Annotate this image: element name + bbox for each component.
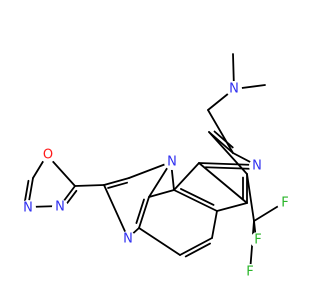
bond-c12-c13 xyxy=(211,210,218,239)
bond-c11-c12-second-line xyxy=(184,242,211,258)
atom-n7: N xyxy=(164,154,180,170)
atom-label-background xyxy=(226,81,242,97)
atom-label-background xyxy=(249,158,265,174)
bond-c16-c24 xyxy=(207,109,234,154)
atom-f3: F xyxy=(242,264,258,280)
atom-n4: N xyxy=(120,231,136,247)
atom-label-background xyxy=(120,231,136,247)
atom-symbol-f: F xyxy=(254,233,261,248)
atom-n8: N xyxy=(249,158,265,174)
bond-c10-c11 xyxy=(138,227,181,256)
atom-symbol-n: N xyxy=(167,155,177,170)
atom-label-background xyxy=(250,232,266,248)
bond-c4-c5 xyxy=(74,184,105,187)
atom-symbol-n: N xyxy=(123,232,133,247)
atom-n3b: N xyxy=(20,200,36,216)
atom-n3a: N xyxy=(52,199,68,215)
bond-c18-c21 xyxy=(246,173,255,222)
atom-symbol-n: N xyxy=(252,159,262,174)
atom-nme: N xyxy=(226,81,242,97)
atom-label-background xyxy=(40,147,56,163)
bond-c21-f3 xyxy=(249,220,255,273)
atom-label-background xyxy=(52,199,68,215)
bond-c17-c18 xyxy=(208,131,248,175)
bond-c15-n8 xyxy=(198,162,257,166)
bond-c16-c17-second-line xyxy=(213,130,234,149)
bond-c13-c14 xyxy=(173,189,218,212)
bond-c5-c6-second-line xyxy=(107,181,128,189)
bond-c11-c12 xyxy=(179,237,213,256)
bond-c2-n3b-second-line xyxy=(23,179,30,204)
atom-o1: O xyxy=(40,147,56,163)
atom-label-background xyxy=(242,264,258,280)
bond-c19-c13 xyxy=(216,202,248,212)
atom-label-background xyxy=(164,154,180,170)
bond-n4-c5 xyxy=(103,184,129,239)
atom-f1: F xyxy=(250,232,266,248)
bond-c9-c10 xyxy=(138,196,150,229)
bond-c13-c14-second-line xyxy=(180,188,215,206)
atom-symbol-o: O xyxy=(43,148,53,163)
atom-label-background xyxy=(20,200,36,216)
atom-symbol-n: N xyxy=(23,201,33,216)
bond-c6-n7 xyxy=(128,161,172,179)
molecule-structure: O N N N N N N F F F xyxy=(20,53,293,280)
bond-c15-c19 xyxy=(198,162,248,204)
bond-layer xyxy=(23,53,286,273)
atom-label-background xyxy=(277,195,293,211)
atom-symbol-f: F xyxy=(281,196,288,211)
bond-c9-c10-second-line xyxy=(135,198,145,224)
atom-symbol-n: N xyxy=(229,82,239,97)
atom-symbol-n: N xyxy=(55,200,65,215)
bond-c14-c9 xyxy=(148,189,175,198)
atom-f2: F xyxy=(277,195,293,211)
atom-symbol-f: F xyxy=(246,265,253,280)
atom-layer: O N N N N N N F F F xyxy=(20,81,293,280)
bond-c5-c6 xyxy=(103,177,130,186)
bond-c14-c15 xyxy=(173,162,200,191)
